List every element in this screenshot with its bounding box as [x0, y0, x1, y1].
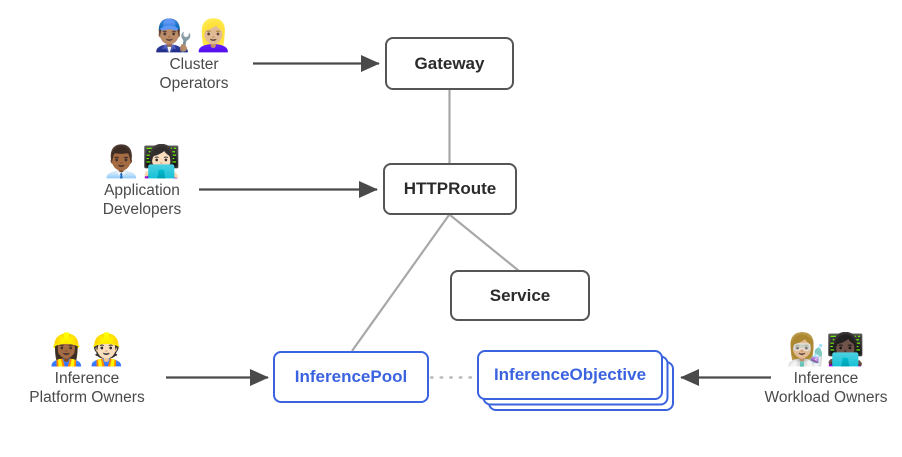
persona-application-developers: 👨🏾‍💼👩🏻‍💻 Application Developers — [77, 146, 207, 220]
cluster-operators-label: Cluster Operators — [159, 55, 229, 92]
node-httproute[interactable]: HTTPRoute — [383, 163, 517, 215]
persona-inference-workload-owners: 👩🏼‍🔬👩🏿‍💻 Inference Workload Owners — [750, 334, 902, 408]
persona-inference-platform-owners: 👷🏾‍♀️👷🏻 Inference Platform Owners — [13, 334, 161, 408]
inference-platform-owners-label: Inference Platform Owners — [29, 369, 145, 406]
node-inferenceobjective-stack[interactable]: InferenceObjective — [477, 350, 674, 412]
inference-workload-owners-avatars: 👩🏼‍🔬👩🏿‍💻 — [786, 332, 866, 368]
node-gateway[interactable]: Gateway — [385, 37, 514, 90]
node-httproute-label: HTTPRoute — [403, 179, 497, 198]
node-inferenceobjective-label: InferenceObjective — [493, 365, 647, 384]
node-inferenceobjective[interactable]: InferenceObjective — [477, 350, 663, 400]
inference-platform-owners-avatars: 👷🏾‍♀️👷🏻 — [47, 332, 127, 368]
node-service-label: Service — [489, 285, 551, 305]
edge-httproute-to-service — [449, 214, 520, 272]
node-inferencepool-label: InferencePool — [294, 367, 408, 386]
application-developers-label: Application Developers — [102, 181, 182, 218]
edge-httproute-to-inferencepool — [351, 214, 450, 352]
persona-cluster-operators: 👨🏽‍🔧👱🏼‍♀️ Cluster Operators — [134, 20, 254, 94]
application-developers-avatars: 👨🏾‍💼👩🏻‍💻 — [102, 144, 182, 180]
node-gateway-label: Gateway — [414, 53, 485, 73]
inference-workload-owners-label: Inference Workload Owners — [764, 369, 888, 406]
cluster-operators-avatars: 👨🏽‍🔧👱🏼‍♀️ — [154, 18, 234, 54]
node-service[interactable]: Service — [450, 270, 590, 321]
node-inferencepool[interactable]: InferencePool — [273, 351, 429, 403]
